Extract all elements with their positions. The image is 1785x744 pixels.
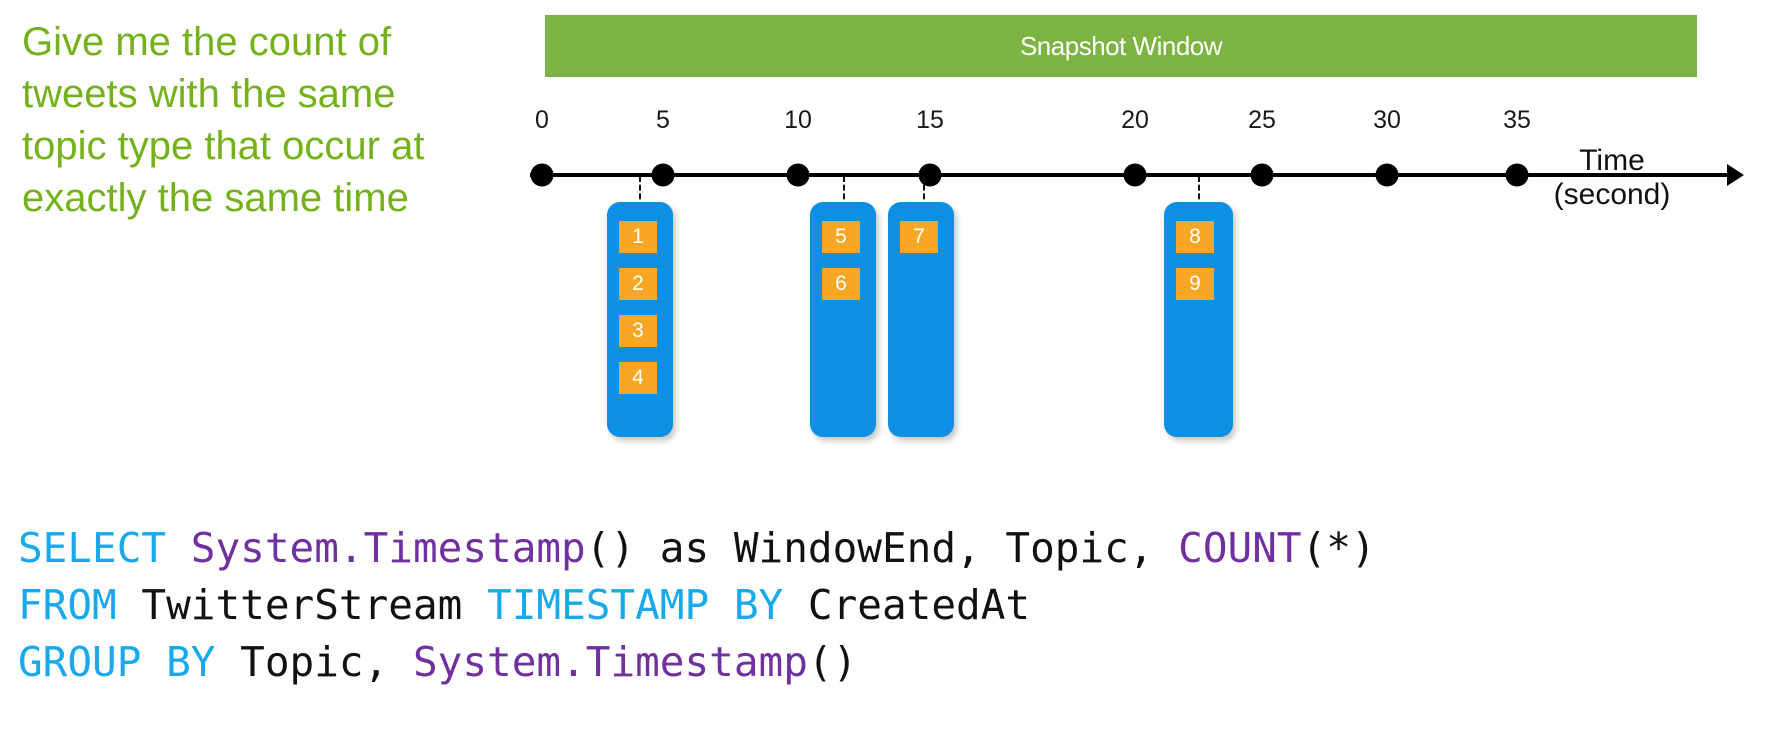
- event-tile[interactable]: 9: [1176, 268, 1214, 300]
- time-axis-line: [530, 173, 1730, 177]
- time-tick-label-20: 20: [1121, 106, 1149, 134]
- sql-line-3: GROUP BY Topic, System.Timestamp(): [18, 634, 1376, 691]
- event-tile[interactable]: 8: [1176, 221, 1214, 253]
- sql-token: (*): [1301, 524, 1376, 572]
- time-axis-title: Time: [1579, 144, 1645, 177]
- time-tick-dot-20: [1123, 163, 1147, 187]
- event-tile[interactable]: 5: [822, 221, 860, 253]
- time-axis-arrow-icon: [1727, 164, 1744, 186]
- sql-line-2: FROM TwitterStream TIMESTAMP BY CreatedA…: [18, 577, 1376, 634]
- sql-token: () as WindowEnd, Topic,: [585, 524, 1179, 572]
- sql-token: System.Timestamp: [190, 524, 586, 572]
- sql-token: COUNT: [1178, 524, 1302, 572]
- time-tick-label-10: 10: [784, 106, 812, 134]
- sql-token: FROM: [18, 581, 117, 629]
- sql-query-block: SELECT System.Timestamp() as WindowEnd, …: [18, 520, 1376, 691]
- snapshot-window-label: Snapshot Window: [1019, 30, 1223, 61]
- sql-token: [166, 524, 191, 572]
- dashed-connector-4: [1198, 176, 1200, 208]
- time-tick-label-5: 5: [656, 106, 670, 134]
- time-axis-unit: (second): [1553, 178, 1671, 211]
- time-tick-dot-35: [1505, 163, 1529, 187]
- time-tick-label-0: 0: [535, 106, 549, 134]
- sql-token: Topic,: [215, 638, 413, 686]
- sql-token: TIMESTAMP BY: [487, 581, 784, 629]
- event-group-box[interactable]: 1 2 3 4: [607, 202, 673, 437]
- time-tick-label-35: 35: [1503, 106, 1531, 134]
- sql-token: SELECT: [18, 524, 167, 572]
- sql-token: (): [807, 638, 858, 686]
- prompt-text: Give me the count of tweets with the sam…: [22, 20, 436, 220]
- event-tile[interactable]: 7: [900, 221, 938, 253]
- sql-token: TwitterStream: [116, 581, 488, 629]
- time-tick-dot-15: [918, 163, 942, 187]
- sql-token: GROUP BY: [18, 638, 216, 686]
- time-tick-dot-0: [530, 163, 554, 187]
- time-tick-dot-5: [651, 163, 675, 187]
- dashed-connector-3: [923, 176, 925, 208]
- time-tick-dot-10: [786, 163, 810, 187]
- time-tick-label-25: 25: [1248, 106, 1276, 134]
- time-tick-dot-25: [1250, 163, 1274, 187]
- event-tile[interactable]: 4: [619, 362, 657, 394]
- time-tick-label-30: 30: [1373, 106, 1401, 134]
- event-tile[interactable]: 3: [619, 315, 657, 347]
- event-tile[interactable]: 1: [619, 221, 657, 253]
- sql-token: CreatedAt: [783, 581, 1031, 629]
- dashed-connector-2: [843, 176, 845, 208]
- event-group-box[interactable]: 7: [888, 202, 954, 437]
- time-tick-label-15: 15: [916, 106, 944, 134]
- event-tile[interactable]: 2: [619, 268, 657, 300]
- dashed-connector-1: [639, 176, 641, 208]
- event-tile[interactable]: 6: [822, 268, 860, 300]
- sql-line-1: SELECT System.Timestamp() as WindowEnd, …: [18, 520, 1376, 577]
- snapshot-window-banner: Snapshot Window: [545, 15, 1697, 77]
- time-tick-dot-30: [1375, 163, 1399, 187]
- sql-token: System.Timestamp: [412, 638, 808, 686]
